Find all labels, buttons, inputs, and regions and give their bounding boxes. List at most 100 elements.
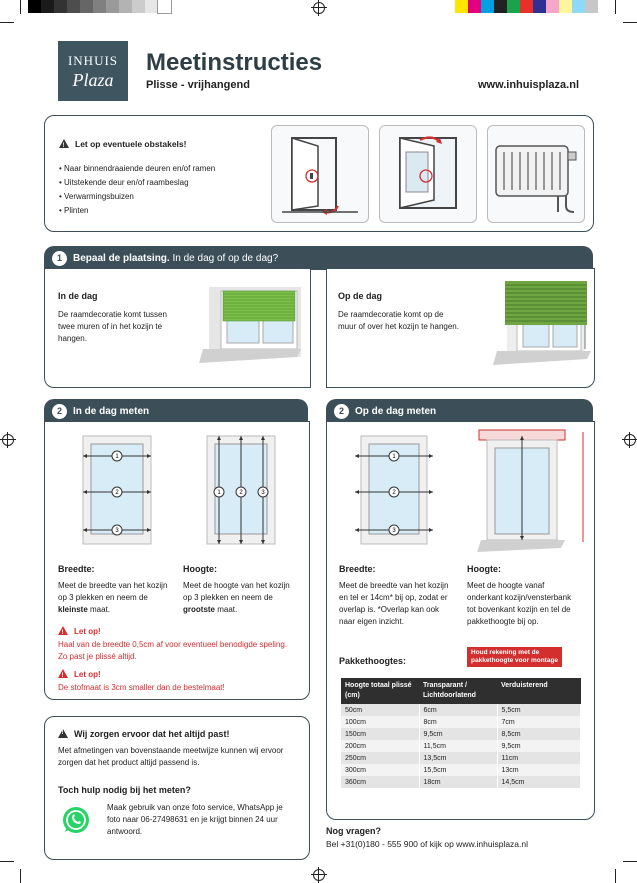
- list-item: • Plinten: [59, 206, 89, 215]
- color-swatch: [572, 0, 585, 13]
- warning-2-text: De stofmaat is 3cm smaller dan de bestel…: [58, 683, 225, 692]
- section-1-title-rest: In de dag of op de dag?: [169, 252, 279, 264]
- badge-line: pakkethoogte voor montage: [471, 657, 559, 664]
- section-1-header: 1 Bepaal de plaatsing. In de dag of op d…: [44, 246, 593, 270]
- color-swatch: [481, 0, 494, 13]
- crop-mark: [623, 22, 637, 23]
- in-de-dag-meten-panel: 1 2 3 1 2 3 Breedte:: [44, 421, 310, 700]
- in-de-dag-illustration: [195, 277, 305, 367]
- op-de-dag-text: De raamdecoratie komt op de muur of over…: [338, 310, 459, 331]
- table-cell: 9,5cm: [497, 740, 581, 752]
- pakkethoogtes-title: Pakkethoogtes:: [339, 656, 407, 666]
- breedte-text: Meet de breedte van het kozijn op 3 plek…: [58, 580, 173, 616]
- help-heading: Toch hulp nodig bij het meten?: [58, 785, 191, 795]
- obstacles-heading: Let op eventuele obstakels!: [59, 138, 187, 152]
- crop-mark: [615, 0, 616, 14]
- website-link[interactable]: www.inhuisplaza.nl: [477, 79, 579, 91]
- table-cell: 6cm: [419, 704, 498, 716]
- registration-mark-right-icon: [622, 432, 637, 448]
- column-header: Transparant / Lichtdoorlatend: [419, 678, 497, 704]
- color-swatch: [520, 0, 533, 13]
- table-cell: 11,5cm: [419, 740, 498, 752]
- marker-2: 2: [115, 490, 119, 496]
- guarantee-heading: Wij zorgen ervoor dat het altijd past!: [58, 729, 229, 739]
- registration-mark-bottom-icon: [311, 867, 327, 883]
- inward-door-illustration: [271, 125, 369, 223]
- marker-1: 1: [115, 454, 119, 460]
- gray-swatch: [28, 0, 41, 13]
- crop-mark: [0, 861, 14, 862]
- section-number: 2: [52, 403, 67, 419]
- table-cell: 200cm: [341, 740, 420, 752]
- color-swatch: [507, 0, 520, 13]
- gray-swatch: [119, 0, 132, 13]
- color-swatch: [546, 0, 559, 13]
- color-swatch: [468, 0, 481, 13]
- list-item: • Uitstekende deur en/of raambeslag: [59, 178, 189, 187]
- breedte-overlap-illustration: 1 2 3: [351, 432, 437, 550]
- crop-mark: [623, 861, 637, 862]
- gray-swatch: [106, 0, 119, 13]
- contact-heading: Nog vragen?: [326, 826, 382, 836]
- brand-logo: INHUIS Plaza: [58, 41, 128, 101]
- guarantee-panel: Wij zorgen ervoor dat het altijd past! M…: [44, 716, 310, 860]
- op-de-dag-heading: Op de dag: [338, 291, 383, 301]
- warning-icon: [58, 729, 68, 738]
- warning-2-heading-text: Let op!: [74, 670, 101, 679]
- table-cell: 18cm: [419, 776, 498, 788]
- marker-1: 1: [217, 490, 221, 496]
- warning-icon: [58, 669, 68, 682]
- marker-2: 2: [239, 490, 243, 496]
- gray-swatch: [145, 0, 158, 13]
- registration-mark-left-icon: [0, 432, 16, 448]
- gray-swatch: [93, 0, 106, 13]
- table-cell: 100cm: [341, 716, 420, 728]
- section-2b-title: Op de dag meten: [355, 405, 437, 417]
- table-cell: 8,5cm: [497, 728, 581, 740]
- section-2a-header: 2 In de dag meten: [44, 399, 308, 423]
- hoogte-heading: Hoogte:: [467, 564, 501, 574]
- contact-text[interactable]: Bel +31(0)180 - 555 900 of kijk op www.i…: [326, 839, 528, 849]
- list-item: • Verwarmingsbuizen: [59, 192, 134, 201]
- page-subtitle: Plisse - vrijhangend: [146, 79, 250, 91]
- radiator-illustration: [487, 125, 585, 223]
- table-cell: 13cm: [497, 764, 581, 776]
- section-1-title-bold: Bepaal de plaatsing.: [73, 252, 170, 264]
- table-cell: 9,5cm: [419, 728, 498, 740]
- warning-1-heading-text: Let op!: [74, 627, 101, 636]
- breedte-measure-illustration: 1 2 3: [77, 432, 157, 550]
- breedte-text-post: maat.: [87, 605, 111, 614]
- gray-swatch: [80, 0, 93, 13]
- crop-mark: [0, 22, 14, 23]
- guarantee-text: Met afmetingen van bovenstaande meetwijz…: [58, 746, 284, 767]
- crop-mark: [20, 869, 21, 883]
- whatsapp-icon[interactable]: [61, 805, 91, 835]
- hoogte-text-post: maat.: [215, 605, 238, 614]
- table-cell: 14,5cm: [497, 776, 581, 788]
- hoogte-heading: Hoogte:: [183, 564, 217, 574]
- pakkethoogte-warning-badge: Houd rekening met de pakkethoogte voor m…: [467, 647, 563, 667]
- hoogte-text: Meet de hoogte van het kozijn op 3 plekk…: [183, 580, 298, 616]
- color-swatch: [585, 0, 598, 13]
- table-cell: 50cm: [341, 704, 420, 716]
- table-cell: 150cm: [341, 728, 420, 740]
- in-de-dag-heading: In de dag: [58, 291, 98, 301]
- table-cell: 11cm: [497, 752, 581, 764]
- table-cell: 360cm: [341, 776, 420, 788]
- table-cell: 13,5cm: [419, 752, 498, 764]
- crop-mark: [615, 869, 616, 883]
- hoogte-pakket-illustration: [467, 424, 587, 556]
- breedte-heading: Breedte:: [339, 564, 376, 574]
- marker-3: 3: [392, 528, 396, 534]
- marker-2: 2: [392, 490, 396, 496]
- obstacles-list: • Naar binnendraaiende deuren en/of rame…: [59, 162, 215, 218]
- table-cell: 300cm: [341, 764, 420, 776]
- table-cell: 7cm: [497, 716, 581, 728]
- warning-1-heading: Let op!: [58, 626, 101, 639]
- table-cell: 250cm: [341, 752, 420, 764]
- obstacles-heading-text: Let op eventuele obstakels!: [75, 139, 187, 149]
- breedte-text-pre: Meet de breedte van het kozijn op 3 plek…: [58, 581, 168, 602]
